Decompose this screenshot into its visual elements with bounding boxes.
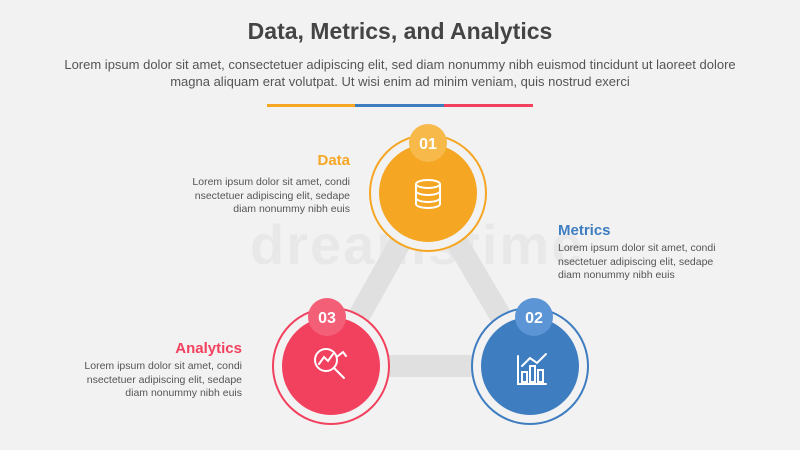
magnifier-chart-icon	[314, 348, 347, 379]
item-data-desc-line: nsectetuer adipiscing elit, sedape	[194, 189, 350, 202]
divider-segment-3	[444, 104, 533, 107]
item-data-desc-line: diam nonummy nibh euis	[233, 203, 350, 215]
divider-segment-2	[355, 104, 444, 107]
node-analytics-fill	[282, 317, 380, 415]
node-metrics: 02	[471, 298, 589, 425]
item-analytics-desc-line: nsectetuer adipiscing elit, sedape	[86, 373, 242, 386]
page-subtitle: Lorem ipsum dolor sit amet, consectetuer…	[64, 57, 736, 89]
item-analytics-title: Analytics	[175, 340, 242, 357]
node-data-badge	[409, 124, 447, 162]
item-data-desc: Lorem ipsum dolor sit amet, condi nsecte…	[150, 176, 350, 217]
node-analytics-badge	[308, 298, 346, 336]
item-analytics-desc-line: Lorem ipsum dolor sit amet, condi	[84, 360, 242, 372]
item-metrics-desc-line: diam nonummy nibh euis	[558, 269, 675, 281]
item-metrics-title: Metrics	[558, 222, 611, 239]
item-data-title: Data	[317, 152, 350, 169]
bar-chart-icon	[517, 353, 547, 385]
divider-segment-1	[267, 104, 355, 107]
node-analytics-number: 03	[318, 310, 336, 327]
item-analytics-desc-line: diam nonummy nibh euis	[125, 387, 242, 399]
node-metrics-badge	[515, 298, 553, 336]
item-analytics-desc: Lorem ipsum dolor sit amet, condi nsecte…	[42, 360, 242, 401]
item-metrics-desc-line: Lorem ipsum dolor sit amet, condi	[558, 242, 716, 254]
node-data: 01	[369, 124, 487, 252]
item-metrics-desc-line: nsectetuer adipiscing elit, sedape	[558, 255, 714, 268]
node-analytics: 03	[272, 298, 390, 425]
page-title: Data, Metrics, and Analytics	[247, 18, 553, 44]
database-icon	[415, 179, 441, 209]
item-metrics-desc: Lorem ipsum dolor sit amet, condi nsecte…	[558, 242, 758, 283]
node-metrics-number: 02	[525, 310, 543, 327]
node-data-number: 01	[419, 136, 437, 153]
item-data-desc-line: Lorem ipsum dolor sit amet, condi	[192, 176, 350, 188]
node-data-fill	[379, 144, 477, 242]
